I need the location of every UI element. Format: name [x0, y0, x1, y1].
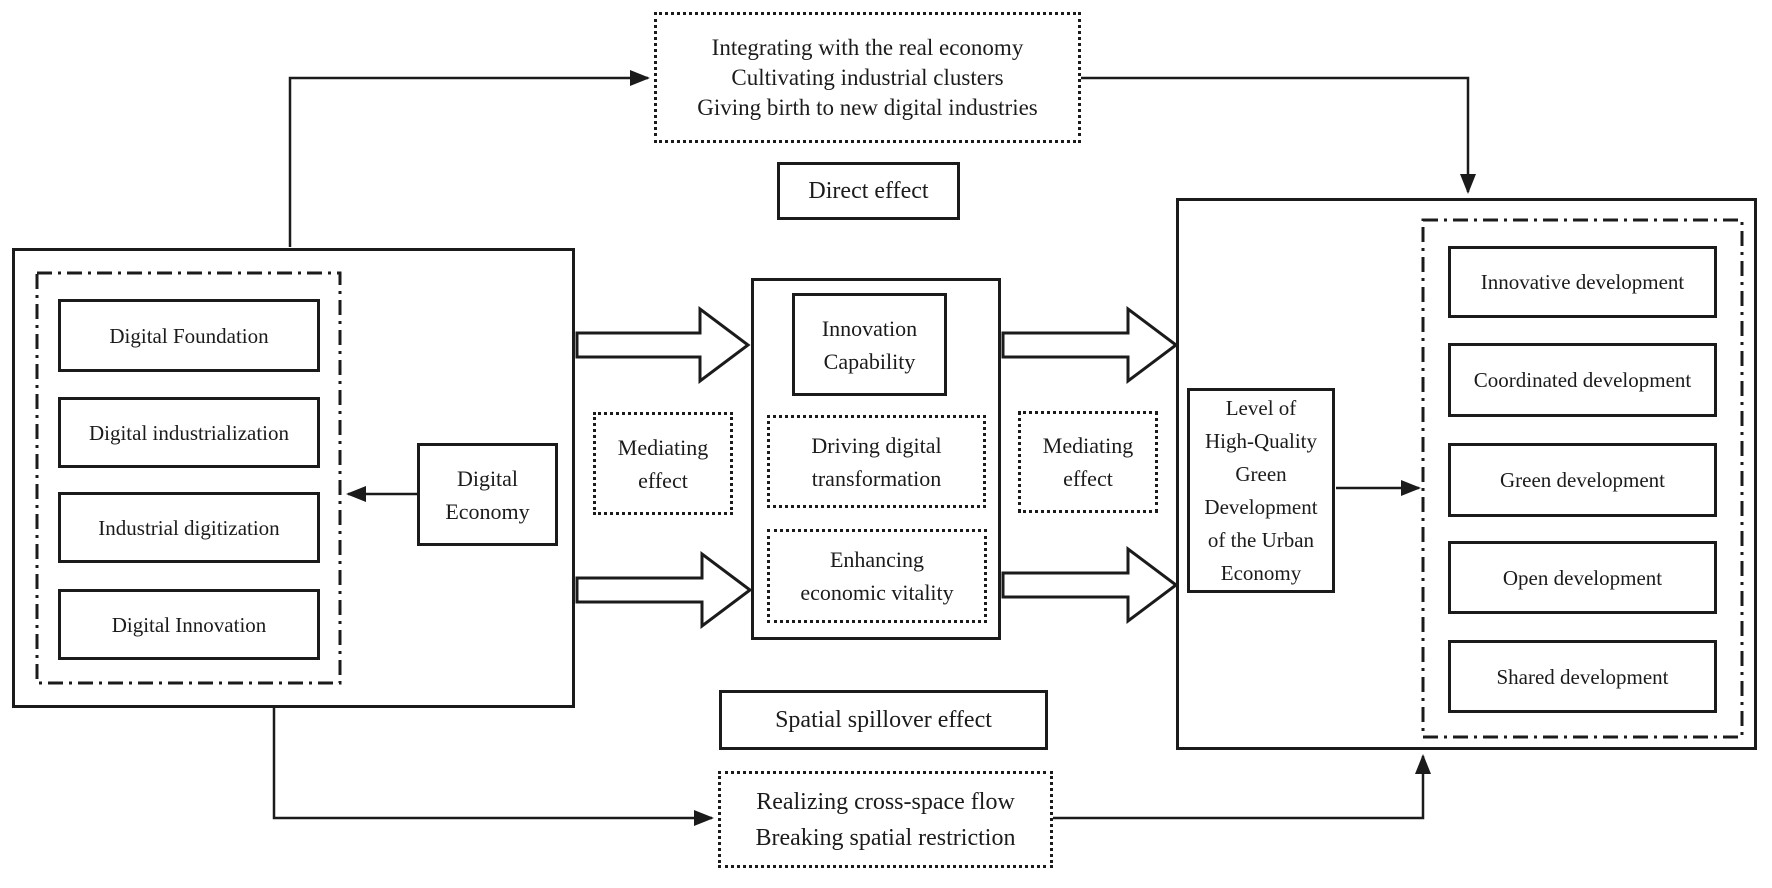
level-line: Level of: [1225, 395, 1297, 420]
driving-digital-transformation-box: Driving digital transformation: [767, 415, 986, 508]
mechanism-line: Cultivating industrial clusters: [731, 64, 1004, 90]
hollow-arrow-mediators-to-right-bottom: [1001, 546, 1179, 624]
mechanism-line: Giving birth to new digital industries: [697, 94, 1038, 120]
arrow-top-mechanism-to-right-panel: [1081, 76, 1476, 194]
mediating-effect-line: effect: [1063, 466, 1113, 491]
arrow-left-panel-to-bottom-mechanism: [272, 708, 714, 826]
dimension-open-development: Open development: [1448, 541, 1717, 614]
mediating-effect-line: Mediating: [1042, 433, 1134, 458]
hollow-arrow-left-to-mediators-bottom: [575, 551, 753, 629]
hollow-arrow-left-to-mediators-top: [575, 306, 751, 384]
spillover-mechanism-line: Breaking spatial restriction: [755, 824, 1016, 851]
mediating-effect-left-box: Mediating effect: [593, 412, 733, 515]
enhancing-economic-vitality-box: Enhancing economic vitality: [767, 529, 987, 623]
mediating-effect-line: effect: [638, 467, 688, 493]
level-line: Green: [1235, 461, 1287, 486]
spillover-mechanism-line: Realizing cross-space flow: [756, 788, 1015, 815]
level-line: High-Quality: [1205, 428, 1317, 453]
hollow-arrow-mediators-to-right-top: [1001, 306, 1179, 384]
dimension-digital-foundation: Digital Foundation: [58, 299, 320, 372]
enhancing-vitality-line: Enhancing: [829, 547, 925, 572]
mechanism-line: Integrating with the real economy: [711, 34, 1024, 60]
innovation-capability-box: Innovation Capability: [792, 293, 947, 396]
green-development-level-box: Level of High-Quality Green Development …: [1187, 388, 1335, 593]
innovation-capability-line: Innovation: [821, 315, 918, 341]
digital-economy-line: Economy: [445, 498, 530, 524]
level-line: Economy: [1220, 560, 1302, 585]
dimension-industrial-digitization: Industrial digitization: [58, 492, 320, 563]
dimension-innovative-development: Innovative development: [1448, 246, 1717, 318]
enhancing-vitality-line: economic vitality: [800, 580, 954, 605]
digital-economy-line: Digital: [456, 465, 519, 491]
spatial-spillover-label-box: Spatial spillover effect: [719, 690, 1048, 750]
mediating-effect-right-box: Mediating effect: [1018, 411, 1158, 513]
arrow-bottom-mechanism-to-right-panel: [1053, 754, 1431, 820]
dimension-digital-industrialization: Digital industrialization: [58, 397, 320, 468]
digital-economy-box: Digital Economy: [417, 443, 558, 546]
spatial-spillover-mechanism-box: Realizing cross-space flow Breaking spat…: [718, 771, 1053, 868]
dimension-shared-development: Shared development: [1448, 640, 1717, 713]
arrow-left-panel-to-top-mechanism: [288, 70, 650, 247]
level-line: of the Urban: [1207, 527, 1315, 552]
innovation-capability-line: Capability: [823, 348, 916, 374]
direct-effect-label-box: Direct effect: [777, 162, 960, 220]
dimension-coordinated-development: Coordinated development: [1448, 343, 1717, 417]
dimension-digital-innovation: Digital Innovation: [58, 589, 320, 660]
driving-digital-line: Driving digital: [811, 432, 942, 458]
mediating-effect-line: Mediating: [617, 434, 709, 460]
level-line: Development: [1204, 494, 1318, 519]
driving-digital-line: transformation: [811, 465, 942, 491]
dimension-green-development: Green development: [1448, 443, 1717, 517]
direct-effect-mechanism-box: Integrating with the real economy Cultiv…: [654, 12, 1081, 143]
